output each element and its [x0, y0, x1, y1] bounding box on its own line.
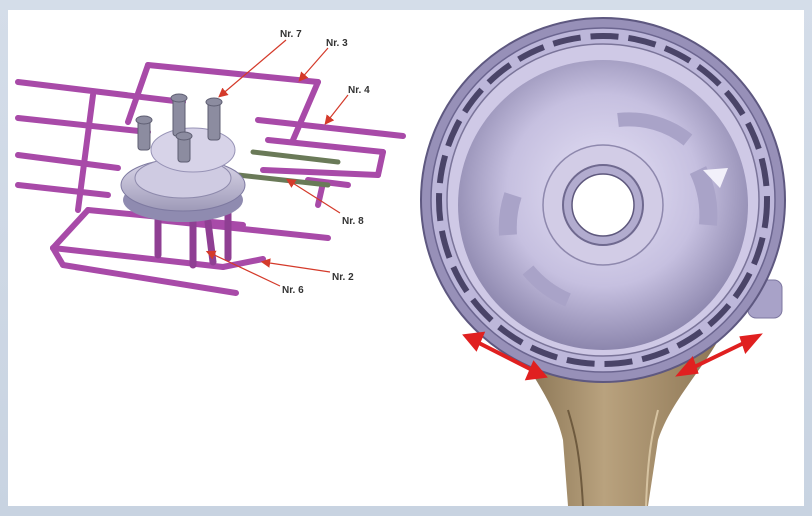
- deformation-arrows: [462, 331, 763, 381]
- callout-nr8: Nr. 8: [342, 216, 364, 227]
- callout-nr7: Nr. 7: [280, 29, 302, 40]
- ejector-rods: [235, 149, 341, 188]
- core-pins: [135, 93, 223, 163]
- callout-nr4: Nr. 4: [348, 85, 370, 96]
- callout-nr2: Nr. 2: [332, 272, 354, 283]
- hub-part: [120, 127, 246, 222]
- callout-nr6: Nr. 6: [282, 285, 304, 296]
- callout-nr3: Nr. 3: [326, 38, 348, 49]
- bowl-part: [420, 17, 786, 383]
- illustration-panel: Nr. 7 Nr. 3 Nr. 4 Nr. 8 Nr. 2 Nr. 6: [8, 10, 804, 506]
- technical-illustration: Nr. 7 Nr. 3 Nr. 4 Nr. 8 Nr. 2 Nr. 6: [15, 17, 786, 506]
- callout-leaders: [205, 39, 349, 287]
